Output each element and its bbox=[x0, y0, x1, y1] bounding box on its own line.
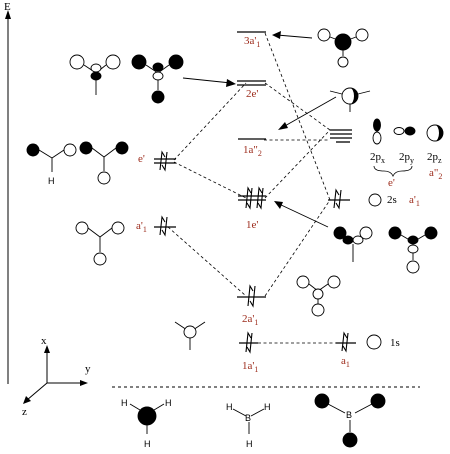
h-mid-a: H bbox=[226, 402, 233, 412]
b-level-2p bbox=[330, 129, 352, 143]
mo-1e-prime-orbital-a bbox=[333, 226, 373, 262]
b-level-2s: 2s a'1 bbox=[328, 188, 420, 210]
label-2s: 2s bbox=[387, 194, 397, 206]
label-pxy-sym: e' bbox=[388, 177, 395, 189]
mo-level-2a1p: 2a'1 bbox=[237, 284, 266, 327]
mo-level-1a2pp: 1a"2 bbox=[238, 138, 266, 158]
label-2ep: 2e' bbox=[246, 88, 258, 100]
h-left-b: H bbox=[165, 398, 172, 408]
b-level-1s: 1s a1 bbox=[336, 331, 400, 369]
bottom-molecule-right: B bbox=[314, 393, 386, 448]
axis-x-label: x bbox=[41, 335, 47, 347]
mo-1a2-double-prime-orbital bbox=[329, 87, 371, 112]
h-mid-b: H bbox=[264, 402, 271, 412]
label-1a1p: 1a'1 bbox=[242, 360, 258, 374]
mo-3a1-prime-orbital bbox=[317, 28, 369, 68]
label-a1-right: a1 bbox=[341, 355, 350, 369]
bh3-skeleton bbox=[174, 321, 206, 350]
b-right: B bbox=[346, 410, 352, 420]
bottom-molecule-left: H H H bbox=[121, 398, 172, 449]
label-pz: 2pz bbox=[427, 151, 442, 165]
label-px: 2px bbox=[370, 151, 385, 165]
axis-z-label: z bbox=[22, 406, 27, 418]
h3-a1-prime-orbital bbox=[75, 221, 125, 266]
h3-level-a1p: a'1 bbox=[136, 215, 176, 237]
pointer-arrows bbox=[182, 31, 337, 228]
mo-2a1-prime-orbital bbox=[296, 275, 341, 317]
b-p-orbitals: 2px 2py 2pz e' a"2 bbox=[370, 118, 444, 189]
h3-level-ep: e' bbox=[138, 150, 176, 172]
axis-y-label: y bbox=[85, 363, 91, 375]
label-3a1p: 3a'1 bbox=[244, 35, 260, 49]
energy-axis-label: E bbox=[4, 1, 11, 13]
mo-2e-prime-orbital-b bbox=[131, 54, 184, 104]
correlation-lines bbox=[167, 32, 336, 344]
label-h-left: H bbox=[48, 176, 55, 186]
mo-level-2ep: 2e' bbox=[237, 80, 266, 100]
label-a1p: a'1 bbox=[136, 220, 147, 234]
mo-level-1a1p: 1a'1 bbox=[239, 331, 258, 374]
mo-1e-prime-orbital-b bbox=[388, 226, 438, 274]
label-2a1p: 2a'1 bbox=[242, 313, 258, 327]
h-left-c: H bbox=[144, 439, 151, 449]
coordinate-axes: x y z bbox=[22, 335, 91, 418]
label-py: 2py bbox=[399, 151, 414, 165]
label-ep: e' bbox=[138, 153, 145, 165]
b-mid: B bbox=[245, 413, 251, 423]
label-2s-sym: a'1 bbox=[409, 194, 420, 208]
label-1ep: 1e' bbox=[246, 219, 258, 231]
label-1a2pp: 1a"2 bbox=[243, 144, 262, 158]
h-mid-c: H bbox=[246, 439, 253, 449]
h3-e-prime-orbital-a: H bbox=[26, 143, 77, 186]
mo-level-3a1p: 3a'1 bbox=[237, 31, 266, 49]
h-left-a: H bbox=[121, 398, 128, 408]
label-pz-sym: a"2 bbox=[429, 167, 442, 181]
mo-2e-prime-orbital-a bbox=[69, 54, 121, 95]
mo-level-1ep: 1e' bbox=[238, 186, 266, 231]
energy-axis: E bbox=[4, 1, 11, 384]
label-1s: 1s bbox=[390, 337, 400, 349]
bottom-molecule-mid: B H H H bbox=[226, 402, 271, 449]
h3-e-prime-orbital-b bbox=[79, 141, 129, 185]
